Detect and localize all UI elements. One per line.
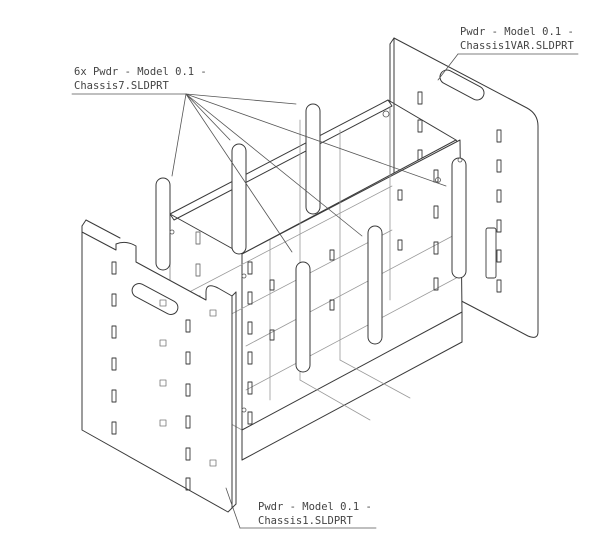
leader-chassis1var [437,53,459,81]
rear-panel-handle-slot [439,69,485,101]
leader-lines [71,53,579,529]
callout-chassis1var: Pwdr - Model 0.1 - Chassis1VAR.SLDPRT [460,25,574,53]
front-panel-chassis1 [81,219,237,513]
leader-chassis7-6 [185,93,447,187]
leader-chassis7-2 [185,93,231,141]
callout-chassis1: Pwdr - Model 0.1 - Chassis1.SLDPRT [258,500,372,528]
fastener-marks [169,110,463,413]
front-panel-mounts [159,299,217,467]
callout-chassis7-line1: 6x Pwdr - Model 0.1 - [74,66,207,78]
callout-chassis7-line2: Chassis7.SLDPRT [74,80,169,92]
leader-chassis7-5 [185,93,363,237]
callout-chassis1-line2: Chassis1.SLDPRT [258,515,353,527]
leader-chassis7-1 [171,93,187,177]
leader-chassis7-3 [185,93,297,105]
side-plate-near [241,139,463,431]
callout-chassis1var-line2: Chassis1VAR.SLDPRT [460,40,574,52]
side-plate-slots [247,169,439,425]
callout-chassis1-line1: Pwdr - Model 0.1 - [258,501,372,513]
chassis7-uprights [155,103,467,373]
middle-frame [155,99,467,461]
leader-chassis7-4 [185,93,293,253]
callout-chassis1var-line1: Pwdr - Model 0.1 - [460,26,574,38]
front-panel-slots [111,261,191,491]
front-panel-handle-slot [131,283,179,315]
rear-panel-cutout [485,227,497,279]
callout-chassis7: 6x Pwdr - Model 0.1 - Chassis7.SLDPRT [74,65,207,93]
leader-chassis1 [225,487,241,529]
